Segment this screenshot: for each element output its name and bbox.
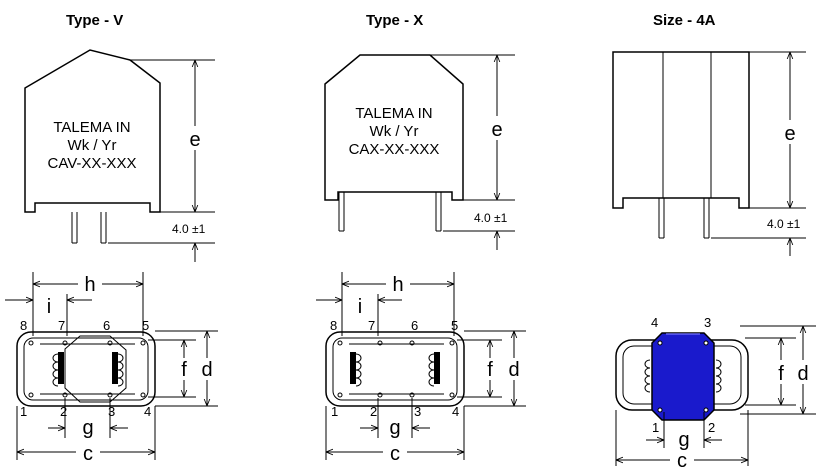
type-v-bottom-frame (16, 331, 156, 407)
type-x-title: Type - X (366, 12, 423, 29)
type-x-dim-h: h (392, 274, 403, 296)
type-v-pin-1: 1 (20, 404, 27, 419)
type-v-pin-4: 4 (144, 404, 151, 419)
type-x-bottom-frame (325, 331, 465, 407)
type-v-pin-8: 8 (20, 318, 27, 333)
type-v-side-body (24, 49, 161, 213)
type-v-dim-h: h (84, 274, 95, 296)
type-v-title: Type - V (66, 12, 123, 29)
size-4a-dim-d: d (797, 363, 808, 385)
type-x-marking-line2: Wk / Yr (370, 123, 419, 140)
type-v-marking-line2: Wk / Yr (68, 137, 117, 154)
type-v-pin-2: 2 (60, 404, 67, 419)
type-x-pin-6: 6 (411, 318, 418, 333)
type-v-dim-f: f (181, 359, 187, 381)
type-v-dim-c: c (83, 443, 93, 465)
type-x-pin-2: 2 (370, 404, 377, 419)
type-x-pin-1: 1 (331, 404, 338, 419)
type-x-pin-7: 7 (368, 318, 375, 333)
type-v-dim-d: d (201, 359, 212, 381)
size-4a-pin-1: 1 (652, 420, 659, 435)
type-x-dim-i: i (358, 296, 362, 318)
type-x-side-body (324, 54, 464, 201)
size-4a-pin-4: 4 (651, 315, 658, 330)
type-v-pin-6: 6 (103, 318, 110, 333)
type-x-dim-f: f (487, 359, 493, 381)
size-4a-blue-cover (651, 332, 715, 421)
size-4a-dim-g: g (678, 429, 689, 451)
type-x-marking-line1: TALEMA IN (355, 105, 432, 122)
type-x-pin-8: 8 (330, 318, 337, 333)
type-v-lead-length: 4.0 ±1 (172, 222, 206, 236)
type-x-dim-e: e (491, 119, 502, 141)
type-x-marking-line3: CAX-XX-XXX (349, 141, 440, 158)
size-4a-pin-3: 3 (704, 315, 711, 330)
type-v-marking-line3: CAV-XX-XXX (48, 155, 137, 172)
type-v-pin-3: 3 (108, 404, 115, 419)
size-4a-lead-length: 4.0 ±1 (767, 217, 801, 231)
size-4a-pin-2: 2 (708, 420, 715, 435)
size-4a-dim-c: c (677, 450, 687, 468)
type-v-dim-g: g (82, 417, 93, 439)
size-4a-dim-e: e (784, 123, 795, 145)
type-x-pin-4: 4 (452, 404, 459, 419)
type-x-dim-d: d (508, 359, 519, 381)
type-v-pin-5: 5 (142, 318, 149, 333)
type-x-lead-length: 4.0 ±1 (474, 211, 508, 225)
type-x-pin-3: 3 (414, 404, 421, 419)
type-v-dim-i: i (47, 296, 51, 318)
type-v-marking-line1: TALEMA IN (53, 119, 130, 136)
size-4a-title: Size - 4A (653, 12, 716, 29)
type-x-dim-c: c (390, 443, 400, 465)
type-v-dim-e: e (189, 129, 200, 151)
type-x-dim-g: g (389, 417, 400, 439)
size-4a-dim-f: f (778, 363, 784, 385)
type-v-pin-7: 7 (58, 318, 65, 333)
size-4a-side-body (612, 51, 750, 209)
type-x-pin-5: 5 (451, 318, 458, 333)
